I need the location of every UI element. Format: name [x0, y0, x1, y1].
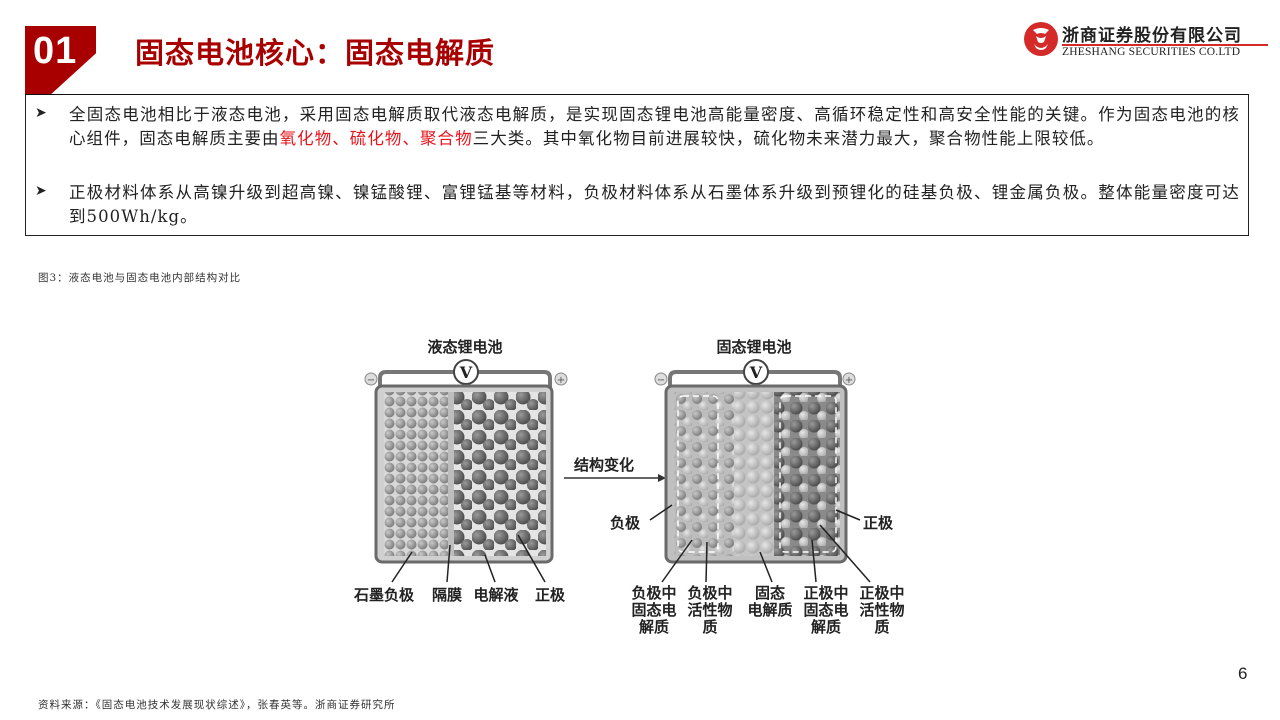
logo-name-en: ZHESHANG SECURITIES CO.LTD — [1062, 46, 1241, 58]
bullet-text-part: 三大类。其中氧化物目前进展较快，硫化物未来潜力最大，聚合物性能上限较低。 — [472, 128, 1105, 148]
negative-terminal-icon — [364, 372, 378, 386]
label-cathode: 正极 — [535, 586, 566, 604]
negative-terminal-icon — [654, 372, 668, 386]
label-solid-electrolyte: 固态 电解质 — [747, 584, 792, 619]
negative-terminal-label: − — [657, 375, 665, 386]
label-cathode: 正极 — [863, 514, 894, 532]
page-number: 6 — [1238, 664, 1248, 683]
label-line: 质 — [702, 618, 717, 636]
label-line: 固态电 — [631, 601, 676, 619]
label-cathode-active-material: 正极中 活性物 质 — [859, 584, 904, 636]
solid-cathode-region — [774, 392, 840, 556]
logo-emblem-icon — [1024, 22, 1058, 56]
label-line: 正极中 — [803, 584, 848, 602]
summary-box: ➤ 全固态电池相比于液态电池，采用固态电解质取代液态电解质，是实现固态锂电池高能… — [25, 94, 1249, 236]
label-line: 电解质 — [747, 601, 792, 619]
solid-battery-title: 固态锂电池 — [716, 338, 791, 356]
positive-terminal-label: + — [557, 375, 565, 386]
voltmeter-icon — [453, 359, 479, 385]
graphite-anode-region — [384, 392, 448, 556]
right-arrow-icon — [658, 474, 666, 482]
solid-electrolyte-region — [734, 392, 774, 556]
label-line: 负极中 — [687, 584, 732, 602]
cathode-electrolyte-region — [454, 392, 546, 556]
positive-terminal-icon — [554, 372, 568, 386]
bullet-text-part: 全固态电池相比于液态电池，采用固态电解质取代液态电解质，是实现固态锂电池高能量密… — [69, 105, 1240, 148]
company-logo: 浙商证券股份有限公司 ZHESHANG SECURITIES CO.LTD — [1024, 22, 1268, 62]
label-line: 活性物 — [859, 601, 904, 619]
figure-caption: 图3：液态电池与固态电池内部结构对比 — [38, 272, 242, 284]
highlighted-electrolyte-types: 氧化物、硫化物、聚合物 — [279, 128, 473, 148]
label-anode: 负极 — [610, 514, 641, 532]
arrowhead-bullet-icon: ➤ — [35, 105, 47, 121]
positive-terminal-icon — [842, 372, 856, 386]
label-line: 活性物 — [687, 601, 732, 619]
positive-terminal-label: + — [845, 375, 853, 386]
label-graphite-anode: 石墨负极 — [353, 586, 415, 604]
label-line: 负极中 — [631, 584, 676, 602]
label-line: 解质 — [639, 618, 669, 636]
label-line: 固态 — [755, 584, 785, 602]
negative-terminal-label: − — [367, 375, 375, 386]
label-anode-active-material: 负极中 活性物 质 — [687, 584, 732, 636]
logo-name-cn: 浙商证券股份有限公司 — [1062, 26, 1242, 46]
bullet-item: ➤ 正极材料体系从高镍升级到超高镍、镍锰酸锂、富锂锰基等材料，负极材料体系从石墨… — [35, 181, 1240, 228]
transition-label: 结构变化 — [574, 456, 634, 474]
label-line: 质 — [874, 618, 889, 636]
label-anode-solid-electrolyte: 负极中 固态电 解质 — [631, 584, 676, 636]
voltmeter-label: V — [459, 363, 473, 382]
label-cathode-solid-electrolyte: 正极中 固态电 解质 — [803, 584, 848, 636]
page-title: 固态电池核心：固态电解质 — [135, 36, 496, 70]
bullet-text: 正极材料体系从高镍升级到超高镍、镍锰酸锂、富锂锰基等材料，负极材料体系从石墨体系… — [69, 183, 1240, 226]
source-note: 资料来源：《固态电池技术发展现状综述》，张春英等。浙商证券研究所 — [38, 699, 396, 711]
voltmeter-icon — [743, 359, 769, 385]
voltmeter-label: V — [749, 363, 763, 382]
battery-structure-diagram: 液态锂电池 V − + 石墨负极 隔膜 电解液 正极 结构变化 固态锂电池 V — [340, 330, 920, 640]
bullet-text: 全固态电池相比于液态电池，采用固态电解质取代液态电解质，是实现固态锂电池高能量密… — [69, 103, 1240, 150]
separator-region — [448, 392, 454, 556]
solid-anode-region — [674, 392, 734, 556]
logo-divider — [1062, 44, 1268, 46]
label-line: 正极中 — [859, 584, 904, 602]
label-line: 解质 — [811, 618, 841, 636]
bullet-item: ➤ 全固态电池相比于液态电池，采用固态电解质取代液态电解质，是实现固态锂电池高能… — [35, 103, 1240, 150]
label-electrolyte: 电解液 — [473, 586, 519, 604]
section-number: 01 — [33, 30, 78, 72]
liquid-battery-title: 液态锂电池 — [427, 338, 502, 356]
label-line: 固态电 — [803, 601, 848, 619]
label-separator: 隔膜 — [432, 586, 462, 604]
arrowhead-bullet-icon: ➤ — [35, 183, 47, 199]
